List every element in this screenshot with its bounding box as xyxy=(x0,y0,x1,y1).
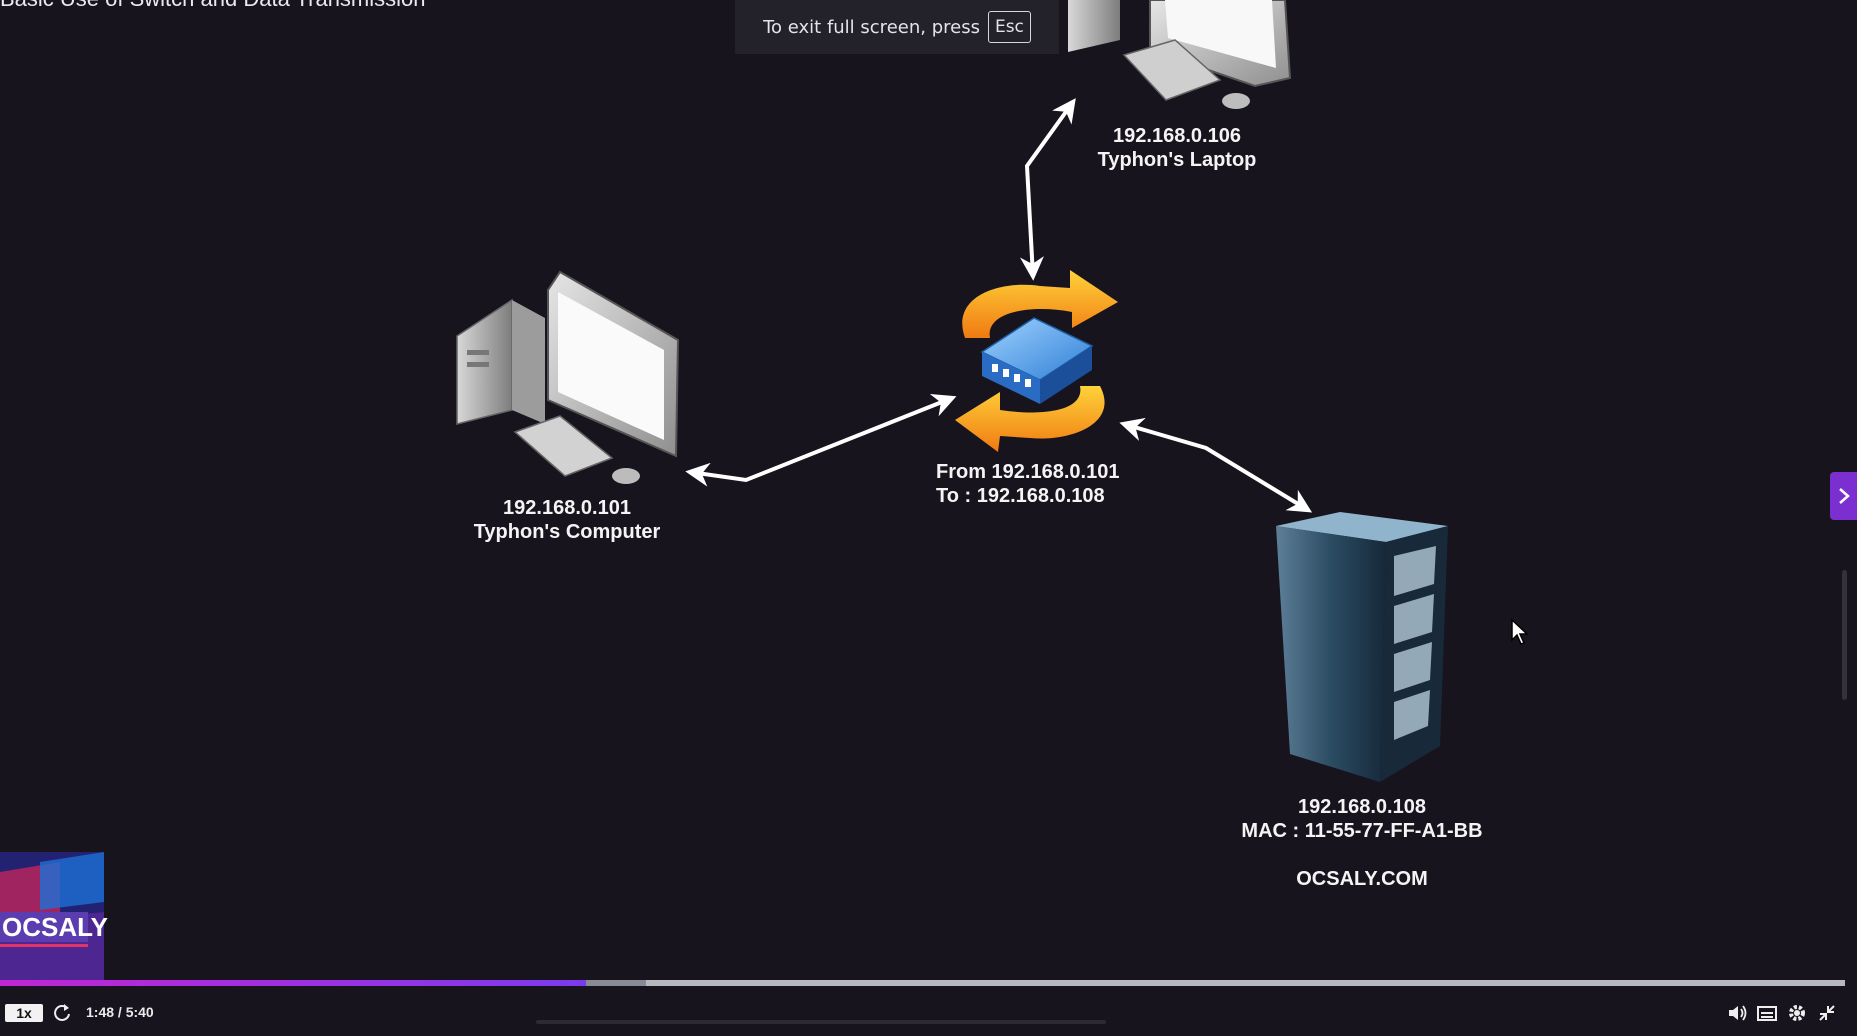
link-switch-server xyxy=(1119,417,1313,513)
switch-label: From 192.168.0.101 To : 192.168.0.108 xyxy=(936,460,1119,508)
server-rack-icon xyxy=(1276,512,1448,782)
laptop-label: 192.168.0.106 Typhon's Laptop xyxy=(1092,124,1262,172)
settings-icon[interactable] xyxy=(1786,1002,1808,1024)
esc-key-hint: Esc xyxy=(987,11,1031,43)
desktop-computer-icon xyxy=(456,270,680,484)
computer-ip: 192.168.0.101 xyxy=(503,497,631,519)
sidebar-expand-button[interactable] xyxy=(1830,472,1857,520)
volume-icon[interactable] xyxy=(1726,1002,1748,1024)
laptop-ip: 192.168.0.106 xyxy=(1113,125,1241,147)
progress-track[interactable] xyxy=(0,980,1845,986)
switch-from: From 192.168.0.101 xyxy=(936,461,1120,483)
drag-handle xyxy=(536,1020,1106,1024)
server-site: OCSALY.COM xyxy=(1296,868,1428,890)
switch-icon xyxy=(955,270,1118,452)
link-switch-laptop xyxy=(1019,98,1076,281)
watermark-text: OCSALY xyxy=(2,912,108,942)
server-ip: 192.168.0.108 xyxy=(1298,796,1426,818)
switch-to: To : 192.168.0.108 xyxy=(936,485,1105,507)
fullscreen-notice: To exit full screen, press Esc xyxy=(735,0,1059,54)
time-display: 1:48 / 5:40 xyxy=(86,1004,154,1020)
server-mac: MAC : 11-55-77-FF-A1-BB xyxy=(1241,820,1483,842)
mouse-cursor-icon xyxy=(1511,618,1529,645)
computer-name: Typhon's Computer xyxy=(473,521,661,543)
video-title: Basic Use of Switch and Data Transmissio… xyxy=(0,0,426,12)
ocsaly-logo: OCSALY xyxy=(0,852,118,980)
replay-icon[interactable] xyxy=(51,1002,73,1024)
chevron-right-icon xyxy=(1838,488,1850,504)
laptop-name: Typhon's Laptop xyxy=(1097,149,1257,171)
laptop-computer-icon xyxy=(1068,0,1292,109)
exit-fullscreen-icon[interactable] xyxy=(1816,1002,1838,1024)
progress-played[interactable] xyxy=(0,980,586,986)
playback-speed-button[interactable]: 1x xyxy=(5,1004,43,1022)
fullscreen-notice-text: To exit full screen, press xyxy=(763,16,980,38)
link-switch-computer xyxy=(685,393,957,487)
server-label: 192.168.0.108 MAC : 11-55-77-FF-A1-BB OC… xyxy=(1222,795,1502,891)
captions-icon[interactable] xyxy=(1756,1002,1778,1024)
computer-label: 192.168.0.101 Typhon's Computer xyxy=(467,496,667,544)
scrollbar[interactable] xyxy=(1842,570,1847,700)
